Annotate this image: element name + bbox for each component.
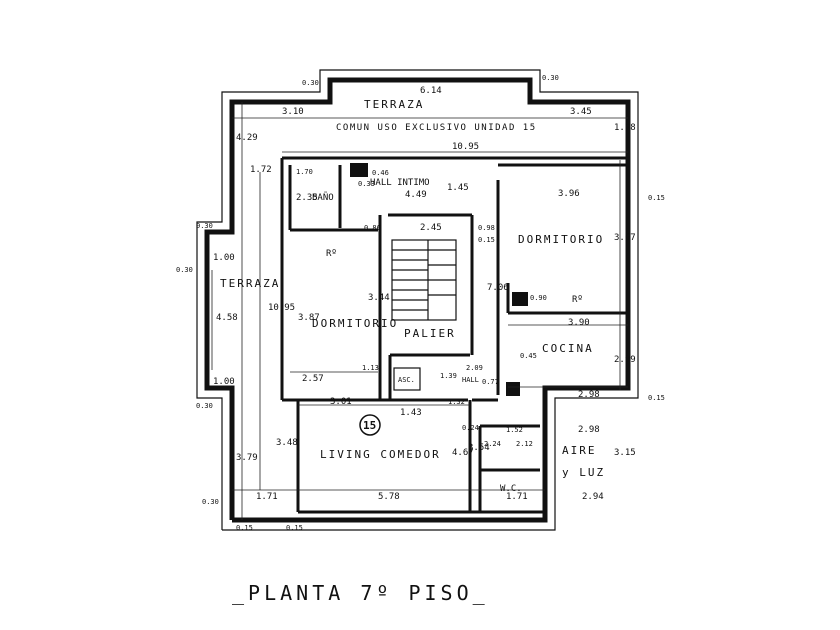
- dim-label: 10.95: [452, 142, 479, 152]
- dim-label: 2.09: [466, 364, 483, 372]
- palier-label: PALIER: [404, 327, 456, 340]
- dim-label: 4.67: [452, 448, 474, 458]
- dim-label: 0.15: [236, 524, 253, 532]
- dim-label: 0.30: [196, 222, 213, 230]
- dim-label: 1.52: [506, 426, 523, 434]
- wc-label: W.C.: [500, 484, 522, 494]
- dim-label: 3.01: [330, 397, 352, 407]
- dim-label: 3.45: [570, 107, 592, 117]
- dim-label: 0.30: [542, 74, 559, 82]
- plan-title: _PLANTA 7º PISO_: [232, 581, 489, 605]
- dim-label: 3.87: [298, 313, 320, 323]
- dim-label: 0.24: [462, 424, 479, 432]
- bano-label: BAÑO: [312, 192, 334, 203]
- hall-intimo-label: HALL INTIMO: [370, 178, 430, 188]
- dim-label: 2.12: [516, 440, 533, 448]
- dim-label: 3.79: [236, 453, 258, 463]
- dim-label: 0.98: [478, 224, 495, 232]
- dim-label: 3.48: [276, 438, 298, 448]
- unit-number-circle: [359, 414, 381, 436]
- dim-label: 0.45: [520, 352, 537, 360]
- dim-label: 1.00: [213, 377, 235, 387]
- dim-label: 1.43: [400, 408, 422, 418]
- cocina-label: COCINA: [542, 342, 594, 355]
- dim-label: 1.70: [296, 168, 313, 176]
- dimension-lines: [211, 102, 628, 520]
- dim-label: 1.71: [256, 492, 278, 502]
- dormitorio-right-label: DORMITORIO: [518, 233, 604, 246]
- aire-label: AIRE: [562, 444, 597, 457]
- dim-label: 0.15: [648, 394, 665, 402]
- dim-label: 3.10: [282, 107, 304, 117]
- dim-label: 0.15: [286, 524, 303, 532]
- dim-label: 3.54: [468, 443, 490, 453]
- unit-number: 15: [363, 419, 376, 432]
- hall-label: HALL: [462, 376, 479, 384]
- dim-label: 2.35: [296, 193, 318, 203]
- dim-label: 2.24: [484, 440, 501, 448]
- terraza-top-label: TERRAZA: [364, 98, 424, 111]
- dim-label: 1.39: [440, 372, 457, 380]
- dim-label: 3.96: [558, 189, 580, 199]
- dim-label: 4.29: [236, 133, 258, 143]
- dim-label: 1.78: [614, 123, 636, 133]
- dim-label: 0.46: [372, 169, 389, 177]
- dim-label: 2.98: [578, 390, 600, 400]
- dim-label: 1.13: [362, 364, 379, 372]
- dim-label: 1.32: [448, 398, 465, 406]
- dim-label: 0.30: [202, 498, 219, 506]
- dim-label: 2.45: [420, 223, 442, 233]
- dim-label: 1.00: [213, 253, 235, 263]
- dim-label: 7.06: [487, 283, 509, 293]
- dim-label: 2.98: [578, 425, 600, 435]
- dim-label: 4.49: [405, 190, 427, 200]
- dim-label: 1.45: [447, 183, 469, 193]
- dim-label: 3.15: [614, 448, 636, 458]
- living-comedor-label: LIVING COMEDOR: [320, 448, 441, 461]
- dim-label: 2.94: [582, 492, 604, 502]
- dim-label: 0.33: [358, 180, 375, 188]
- dimension-labels: 6.14 3.10 3.45 1.78 4.29 1.72 10.95 10.9…: [176, 74, 665, 532]
- dim-label: 10.95: [268, 303, 295, 313]
- terraza-left-label: TERRAZA: [220, 277, 280, 290]
- dim-label: 4.58: [216, 313, 238, 323]
- dim-label: 3.67: [614, 233, 636, 243]
- dim-label: 2.99: [614, 355, 636, 365]
- dim-label: 0.30: [302, 79, 319, 87]
- dim-label: 0.30: [176, 266, 193, 274]
- ventilation-shafts: [350, 163, 528, 396]
- dim-label: 0.86: [364, 224, 381, 232]
- luz-label: y LUZ: [562, 466, 605, 479]
- dim-label: 0.90: [530, 294, 547, 302]
- asc-label: ASC.: [398, 376, 415, 384]
- dim-label: 2.57: [302, 374, 324, 384]
- dim-label: 6.14: [420, 86, 442, 96]
- terraza-top-sublabel: COMUN USO EXCLUSIVO UNIDAD 15: [336, 123, 537, 133]
- dim-label: 0.15: [648, 194, 665, 202]
- dim-label: 0.15: [478, 236, 495, 244]
- dormitorio-left-label: DORMITORIO: [312, 317, 398, 330]
- inner-walls: [280, 156, 628, 514]
- dim-label: 0.77: [482, 378, 499, 386]
- dim-label: 5.78: [378, 492, 400, 502]
- dim-label: 3.44: [368, 293, 390, 303]
- dim-label: 1.72: [250, 165, 272, 175]
- outer-walls: [196, 69, 639, 531]
- dim-label: 3.90: [568, 318, 590, 328]
- ro-left-label: Rº: [326, 249, 337, 259]
- ro-right-label: Rº: [572, 295, 583, 305]
- dim-label: 1.71: [506, 492, 528, 502]
- dim-label: 0.30: [196, 402, 213, 410]
- staircase: [391, 239, 457, 391]
